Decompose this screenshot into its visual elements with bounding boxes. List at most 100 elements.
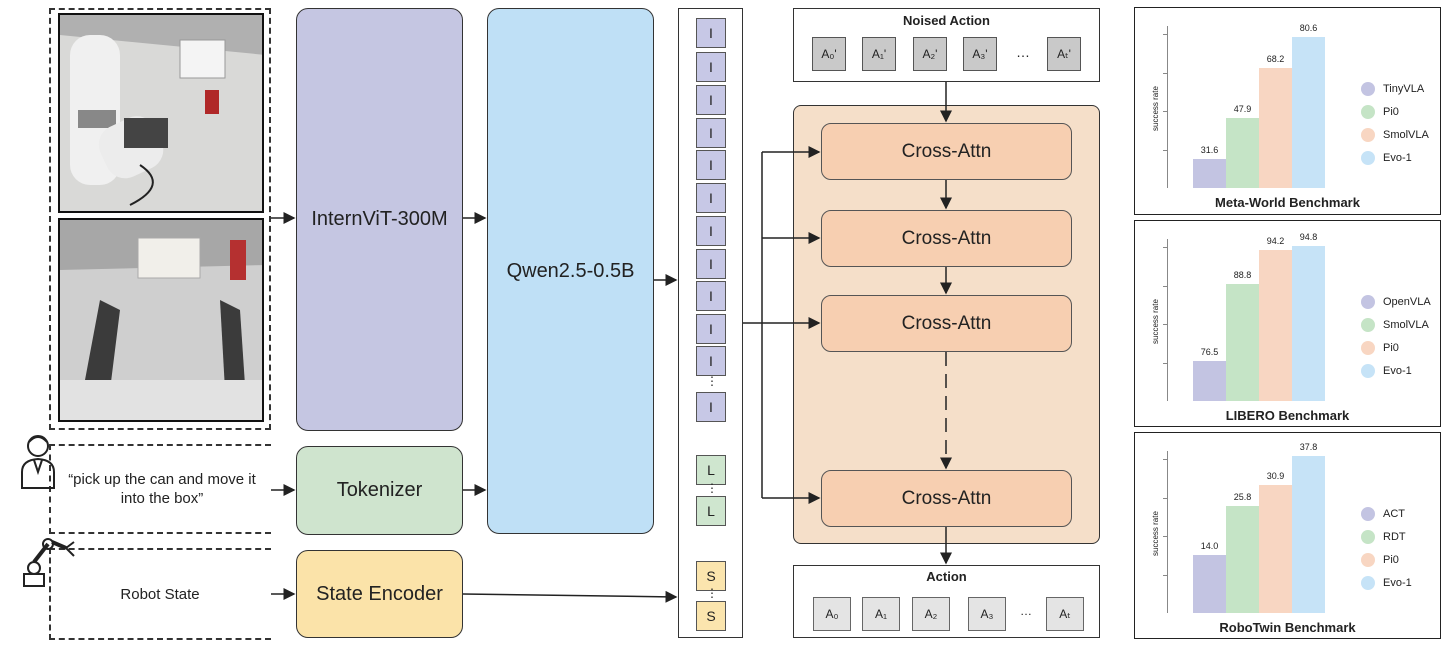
chart-data-label: 14.0 [1200, 540, 1219, 551]
chart-y-tick [1163, 536, 1167, 538]
chart-data-label: 68.2 [1266, 53, 1285, 64]
action-token: Aₜ [1046, 597, 1084, 631]
image-input-frame [49, 8, 271, 430]
chart-legend-label: Evo-1 [1383, 577, 1412, 589]
chart-y-tick [1163, 149, 1167, 151]
robot-camera-image-wrist [58, 218, 264, 422]
chart-data-label: 37.8 [1299, 441, 1318, 452]
image-token: I [696, 18, 726, 48]
chart-y-label: success rate [1151, 511, 1160, 556]
language-token: L [696, 455, 726, 485]
chart-legend-swatch [1361, 364, 1375, 378]
image-token-ellipsis: ⋮ [706, 374, 718, 388]
chart-legend-item: Pi0 [1361, 553, 1412, 567]
robot-state-label: Robot State [120, 586, 200, 603]
chart-legend-swatch [1361, 553, 1375, 567]
robot-state-frame [49, 548, 271, 640]
tokenizer-label: Tokenizer [336, 479, 423, 501]
chart-legend-label: Pi0 [1383, 554, 1399, 566]
chart-legend-item: OpenVLA [1361, 295, 1431, 309]
internvit-block: InternViT-300M [296, 8, 463, 431]
action-token: A₀ [813, 597, 851, 631]
noised-action-title: Noised Action [903, 13, 990, 28]
chart-data-label: 94.2 [1266, 236, 1285, 247]
image-token: I [696, 392, 726, 422]
chart-y-tick [1163, 34, 1167, 36]
chart-y-tick [1163, 111, 1167, 113]
action-ellipsis: … [1020, 604, 1032, 618]
robot-camera-image-top [58, 13, 264, 213]
robot-arm-icon [18, 530, 78, 595]
chart-legend-item: SmolVLA [1361, 128, 1429, 142]
chart-legend-swatch [1361, 128, 1375, 142]
noised-action-token: A₀' [812, 37, 846, 71]
chart-bar [1226, 118, 1259, 188]
chart-y-tick [1163, 324, 1167, 326]
action-token: A₂ [912, 597, 950, 631]
chart-legend-label: OpenVLA [1383, 296, 1431, 308]
cross-attn-block: Cross-Attn [821, 210, 1072, 267]
chart-data-label: 30.9 [1266, 470, 1285, 481]
noised-action-ellipsis: … [1016, 44, 1030, 60]
chart-legend-swatch [1361, 295, 1375, 309]
chart-legend-item: Evo-1 [1361, 364, 1431, 378]
chart-y-axis [1167, 239, 1168, 401]
chart-legend-swatch [1361, 151, 1375, 165]
action-output-title: Action [926, 569, 967, 584]
chart-y-axis [1167, 26, 1168, 188]
chart-legend-swatch [1361, 82, 1375, 96]
noised-action-token: Aₜ' [1047, 37, 1081, 71]
chart-data-label: 47.9 [1233, 104, 1252, 115]
chart-bar [1292, 455, 1325, 613]
image-token: I [696, 183, 726, 213]
image-token: I [696, 281, 726, 311]
chart-legend-swatch [1361, 341, 1375, 355]
chart-data-label: 88.8 [1233, 269, 1252, 280]
image-token: I [696, 118, 726, 148]
noised-action-token: A₁' [862, 37, 896, 71]
qwen-label: Qwen2.5-0.5B [506, 259, 635, 282]
chart-y-label: success rate [1151, 86, 1160, 131]
chart-bar [1193, 159, 1226, 188]
chart-bar [1193, 554, 1226, 613]
chart-y-tick [1163, 362, 1167, 364]
chart-legend-item: Evo-1 [1361, 151, 1429, 165]
state-token-ellipsis: ⋮ [706, 586, 718, 600]
chart-legend-item: SmolVLA [1361, 318, 1431, 332]
state-token: S [696, 601, 726, 631]
chart-legend-label: Evo-1 [1383, 152, 1412, 164]
action-token: A₁ [862, 597, 900, 631]
tokenizer-block: Tokenizer [296, 446, 463, 535]
image-token: I [696, 52, 726, 82]
chart-y-tick [1163, 285, 1167, 287]
chart-legend-label: RDT [1383, 531, 1406, 543]
chart-bar [1259, 67, 1292, 188]
internvit-label: InternViT-300M [311, 208, 448, 230]
person-icon [18, 432, 58, 495]
cross-attn-block: Cross-Attn [821, 470, 1072, 527]
chart-y-tick [1163, 247, 1167, 249]
noised-action-token: A₂' [913, 37, 947, 71]
chart-legend-label: ACT [1383, 508, 1405, 520]
image-token: I [696, 150, 726, 180]
qwen-block: Qwen2.5-0.5B [487, 8, 654, 534]
chart-data-label: 80.6 [1299, 22, 1318, 33]
language-token: L [696, 496, 726, 526]
chart-legend-label: SmolVLA [1383, 319, 1429, 331]
chart-data-label: 76.5 [1200, 346, 1219, 357]
chart-legend-item: RDT [1361, 530, 1412, 544]
chart-legend-swatch [1361, 318, 1375, 332]
chart-data-label: 94.8 [1299, 232, 1318, 243]
chart-y-axis [1167, 451, 1168, 613]
chart-legend-label: Pi0 [1383, 342, 1399, 354]
image-token: I [696, 249, 726, 279]
chart-bar [1193, 360, 1226, 401]
chart-data-label: 31.6 [1200, 145, 1219, 156]
chart-y-tick [1163, 574, 1167, 576]
chart-y-tick [1163, 497, 1167, 499]
image-token: I [696, 314, 726, 344]
